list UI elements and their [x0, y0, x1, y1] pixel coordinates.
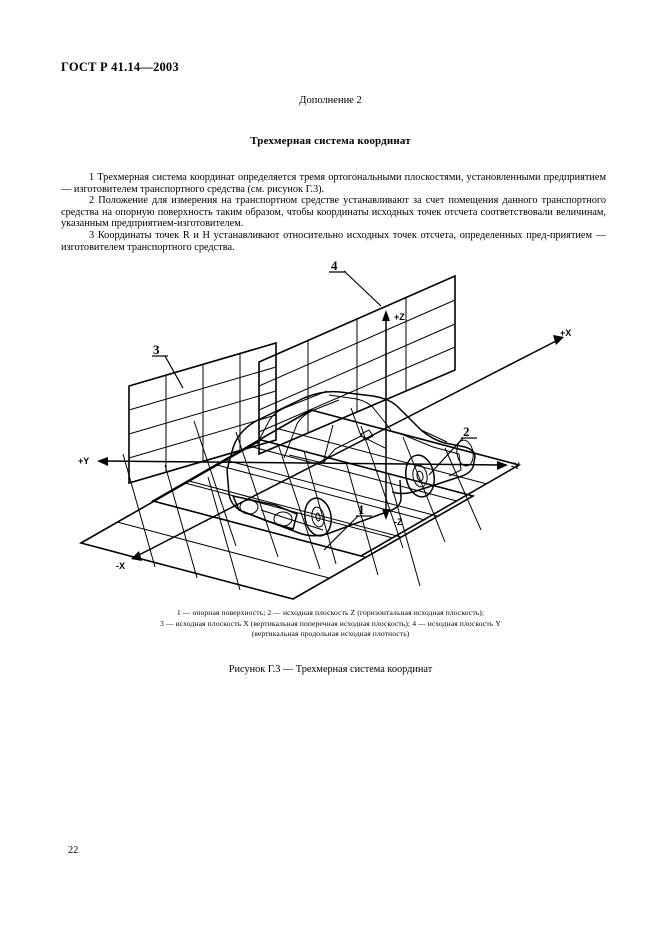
callout-label-3: 3: [153, 342, 160, 357]
minus-x-arrowhead: [130, 551, 142, 561]
figure-legend-line-2: 3 — исходная плоскость X (вертикальная п…: [160, 618, 501, 628]
axis-label-plus-x: +X: [560, 328, 571, 338]
paragraph-2: 2 Положение для измерения на транспортно…: [61, 195, 606, 230]
callout-label-4: 4: [331, 258, 338, 273]
minus-z-arrowhead: [381, 509, 390, 520]
axis-label-minus-y: -Y: [511, 461, 520, 471]
page-number: 22: [68, 845, 79, 856]
plus-x-arrowhead: [552, 335, 564, 345]
callout-label-1: 1: [358, 502, 365, 517]
paragraph-1: 1 Трехмерная система координат определяе…: [61, 172, 606, 195]
page-title: Трехмерная система координат: [250, 135, 411, 147]
axis-label-plus-z: +Z: [394, 312, 405, 322]
plus-z-arrowhead: [381, 310, 390, 321]
vehicle-outline: [225, 390, 476, 537]
figure-legend-line-1: 1 — опорная поверхность; 2 — исходная пл…: [176, 608, 485, 617]
figure-legend: 1 — опорная поверхность; 2 — исходная пл…: [0, 608, 661, 640]
figure-legend-line-3: (вертикальная продольная исходная плотно…: [251, 629, 410, 638]
axis-label-minus-x: -X: [116, 561, 125, 571]
figure-caption: Рисунок Г.3 — Трехмерная система координ…: [228, 664, 433, 675]
plus-y-arrowhead: [96, 457, 108, 466]
figure-callouts: 4 3 2 1: [151, 258, 477, 551]
axis-label-plus-y: +Y: [78, 456, 89, 466]
supplement-label: Дополнение 2: [299, 95, 362, 106]
callout-label-2: 2: [463, 424, 470, 439]
coordinate-system-diagram: +Z -Z +X -X +Y -Y 4: [78, 258, 571, 600]
standard-header: ГОСТ Р 41.14—2003: [61, 60, 179, 74]
axis-label-minus-z: -Z: [394, 517, 403, 527]
datum-plane-y: [257, 274, 456, 456]
paragraph-3: 3 Координаты точек R и H устанавливают о…: [61, 229, 606, 253]
minus-y-arrowhead: [496, 461, 508, 470]
figure-three-dimensional-coordinate-system: +Z -Z +X -X +Y -Y 4: [0, 258, 661, 603]
body-text: 1 Трехмерная система координат определяе…: [61, 172, 606, 253]
axis-system: +Z -Z +X -X +Y -Y: [78, 310, 571, 571]
